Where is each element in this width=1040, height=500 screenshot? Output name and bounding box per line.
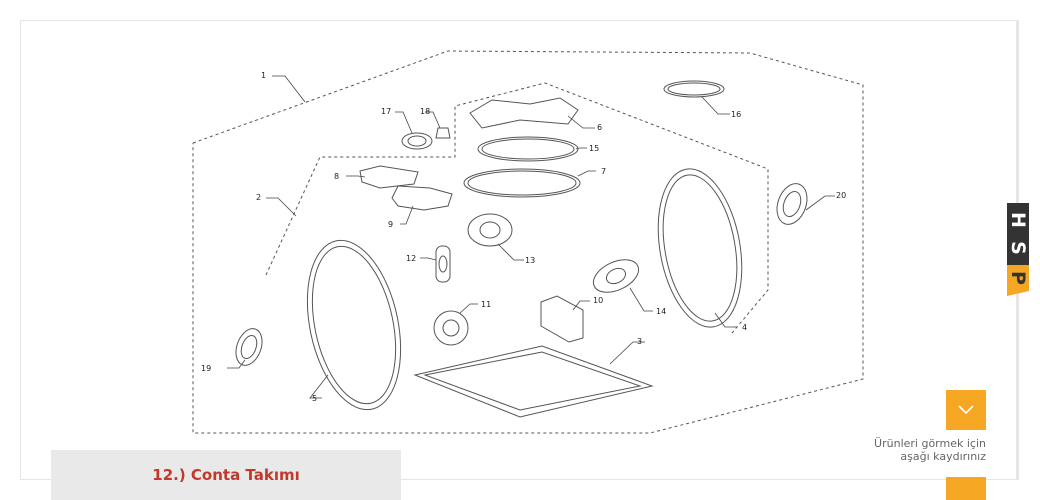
part-9-gasket bbox=[391, 185, 453, 211]
callout-14: 14 bbox=[656, 307, 666, 316]
logo-letter-h: H bbox=[1007, 212, 1029, 228]
callout-19: 19 bbox=[201, 364, 211, 373]
product-title: 12.) Conta Takımı bbox=[152, 466, 300, 484]
hsp-logo: H S P bbox=[1005, 203, 1031, 296]
part-12-gasket bbox=[435, 245, 451, 283]
part-15-ring bbox=[477, 136, 579, 162]
part-13-flange bbox=[467, 213, 513, 247]
scroll-hint-line1: Ürünleri görmek için bbox=[874, 437, 986, 450]
callout-1: 1 bbox=[261, 71, 266, 80]
part-11-gasket bbox=[433, 310, 469, 346]
part-8-gasket bbox=[359, 165, 419, 189]
part-19-seal bbox=[235, 328, 263, 366]
callout-6: 6 bbox=[597, 123, 602, 132]
scroll-hint: Ürünleri görmek için aşağı kaydırınız bbox=[846, 437, 986, 463]
part-6-gasket bbox=[469, 97, 579, 129]
part-14-flange bbox=[592, 259, 640, 293]
part-16-ring bbox=[663, 80, 725, 98]
callout-7: 7 bbox=[601, 167, 606, 176]
product-caption[interactable]: 12.) Conta Takımı bbox=[51, 450, 401, 500]
scroll-hint-line2: aşağı kaydırınız bbox=[900, 450, 986, 463]
kit-boundary-inner bbox=[265, 82, 769, 334]
scroll-down-button[interactable] bbox=[946, 390, 986, 430]
callout-15: 15 bbox=[589, 144, 599, 153]
part-20-seal bbox=[776, 183, 808, 225]
logo-letter-p: P bbox=[1007, 271, 1029, 285]
callout-9: 9 bbox=[388, 220, 393, 229]
logo-letter-s: S bbox=[1007, 241, 1029, 255]
callout-13: 13 bbox=[525, 256, 535, 265]
diagram-frame bbox=[20, 20, 1018, 480]
part-4-gasket bbox=[657, 168, 743, 328]
callout-4: 4 bbox=[742, 323, 747, 332]
part-17-seal bbox=[401, 132, 433, 150]
chevron-down-icon bbox=[958, 405, 974, 415]
part-3-gasket bbox=[413, 345, 654, 418]
callout-5: 5 bbox=[312, 394, 317, 403]
exploded-parts-diagram: 1 2 3 4 5 6 7 8 9 10 11 12 13 14 15 16 1… bbox=[20, 20, 1018, 480]
callout-10: 10 bbox=[593, 296, 603, 305]
part-10-plate bbox=[540, 295, 584, 343]
part-5-gasket bbox=[306, 239, 402, 411]
callout-16: 16 bbox=[731, 110, 741, 119]
callout-3: 3 bbox=[637, 337, 642, 346]
callout-12: 12 bbox=[406, 254, 416, 263]
part-18-cap bbox=[435, 127, 451, 139]
gasket-kit-drawing: 1 2 3 4 5 6 7 8 9 10 11 12 13 14 15 16 1… bbox=[192, 50, 864, 434]
callout-17: 17 bbox=[381, 107, 391, 116]
callout-2: 2 bbox=[256, 193, 261, 202]
callout-18: 18 bbox=[420, 107, 430, 116]
callout-20: 20 bbox=[836, 191, 846, 200]
callout-8: 8 bbox=[334, 172, 339, 181]
part-7-ring bbox=[463, 168, 581, 198]
callout-11: 11 bbox=[481, 300, 491, 309]
kit-boundary-outer bbox=[192, 50, 864, 434]
scroll-button-secondary[interactable] bbox=[946, 477, 986, 500]
